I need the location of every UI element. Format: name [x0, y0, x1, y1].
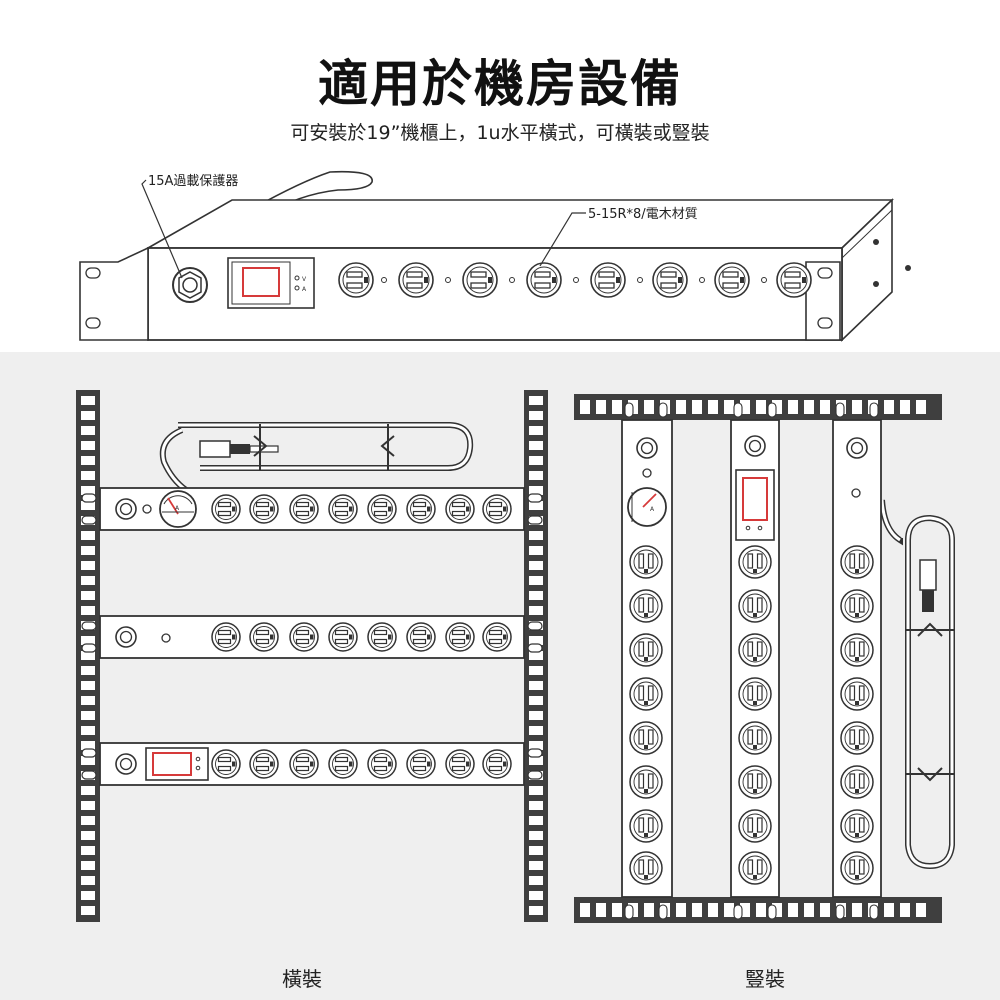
rack-rail-right [524, 390, 548, 922]
svg-text:A: A [650, 506, 655, 513]
caption-vertical: 豎裝 [745, 967, 785, 991]
coiled-cord-horizontal [159, 422, 474, 493]
page-title: 適用於機房設備 [318, 55, 682, 113]
rack-rail-top [574, 394, 942, 420]
horizontal-mount-diagram: A [76, 390, 548, 922]
vertical-mount-diagram: A [574, 394, 955, 923]
analog-ammeter-icon: A [627, 487, 667, 527]
pdu-horizontal-analog: A [81, 487, 543, 531]
digital-meter-icon [735, 469, 775, 541]
pdu-vertical-digital [730, 402, 780, 920]
svg-text:V: V [302, 276, 307, 283]
pdu-vertical-analog: A [621, 402, 673, 920]
page-subtitle: 可安裝於19”機櫃上，1u水平橫式，可橫裝或豎裝 [290, 122, 710, 144]
digital-meter-icon: V A [227, 257, 315, 309]
coiled-cord-vertical [879, 499, 955, 870]
pdu-horizontal-digital [81, 742, 543, 786]
pdu-3d-drawing: V A [79, 170, 911, 342]
svg-text:A: A [302, 286, 307, 293]
analog-ammeter-icon: A [159, 490, 197, 528]
caption-horizontal: 橫裝 [282, 967, 322, 991]
outlet-callout: 5-15R*8/電木材質 [588, 207, 698, 222]
rack-rail-bottom [574, 897, 942, 923]
breaker-icon [172, 267, 208, 303]
pdu-horizontal-basic [81, 615, 543, 659]
breaker-callout: 15A過載保護器 [148, 173, 238, 189]
outlet-row [338, 262, 812, 298]
pdu-vertical-basic [832, 402, 882, 920]
rack-rail-left [76, 390, 100, 922]
svg-text:A: A [175, 505, 180, 512]
digital-meter-icon [145, 747, 209, 781]
